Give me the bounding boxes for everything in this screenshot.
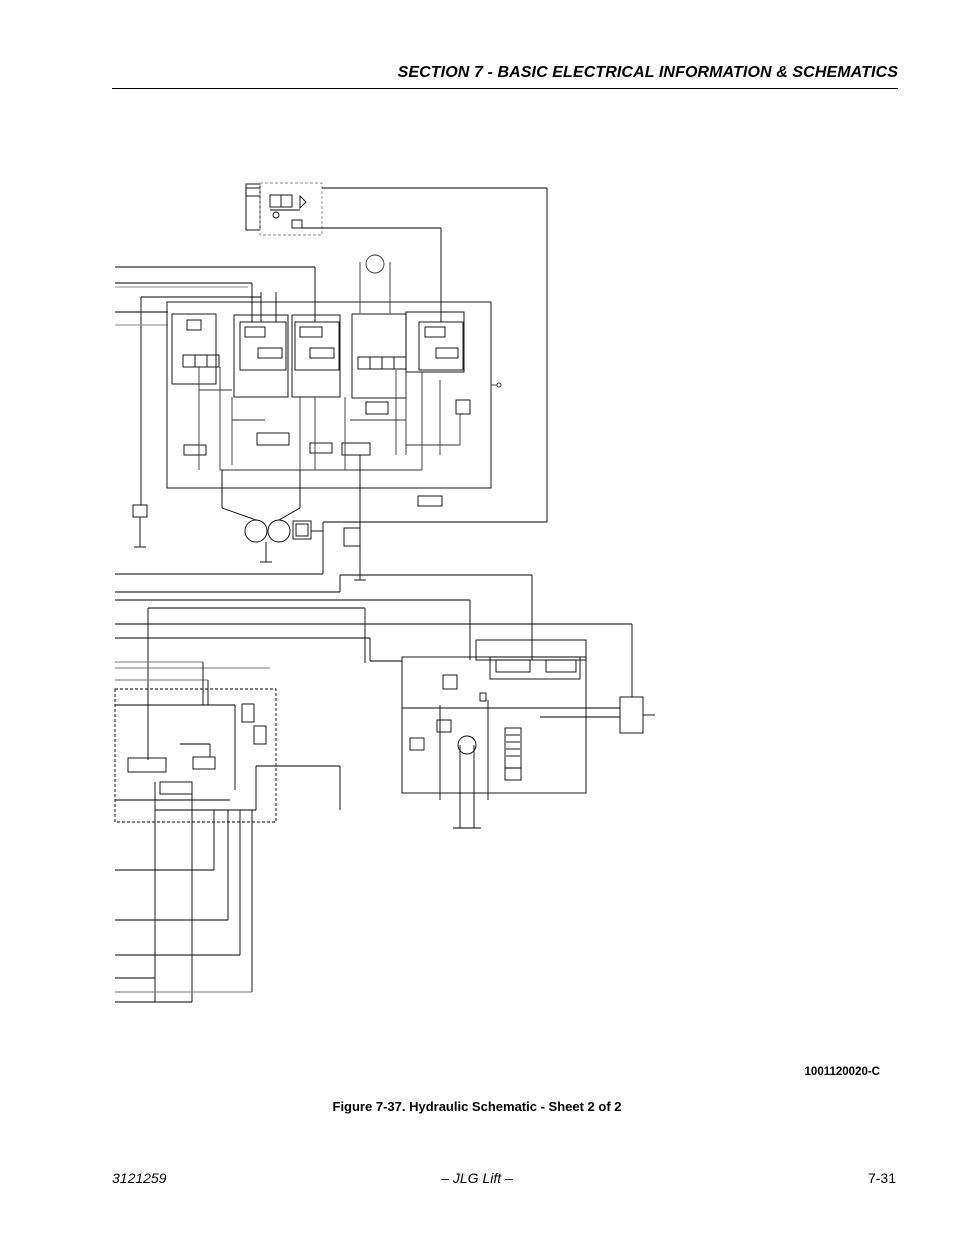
top-valve-group	[245, 182, 548, 522]
internal-piping	[198, 254, 502, 471]
figure-caption: Figure 7-37. Hydraulic Schematic - Sheet…	[332, 1099, 622, 1114]
left-feed-lines	[115, 266, 316, 505]
lower-right-manifold	[401, 639, 655, 829]
drawing-number: 1001120020-C	[804, 1066, 880, 1078]
pump-group	[115, 455, 547, 581]
header-rule	[112, 88, 898, 89]
main-valve-block	[166, 301, 492, 489]
lower-left-manifold	[114, 688, 341, 823]
footer-doc-number: 3121259	[112, 1170, 167, 1186]
footer-page-number: 7-31	[867, 1170, 896, 1186]
bottom-return-lines	[115, 782, 253, 1003]
middle-bus-lines	[115, 574, 633, 760]
section-title: SECTION 7 - BASIC ELECTRICAL INFORMATION…	[397, 64, 898, 81]
spool-valves	[182, 319, 471, 507]
footer-brand: – JLG Lift –	[441, 1170, 513, 1186]
